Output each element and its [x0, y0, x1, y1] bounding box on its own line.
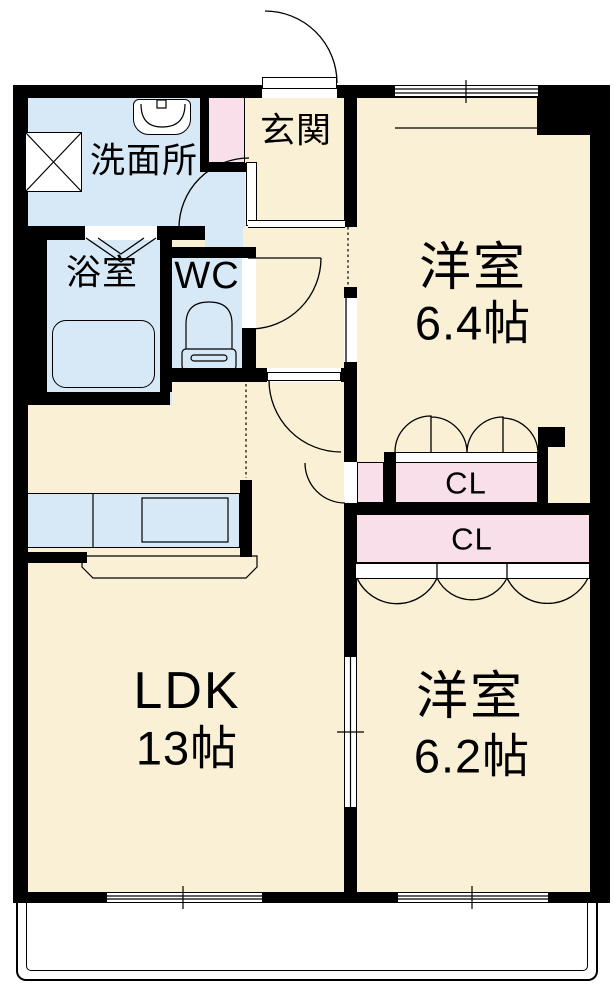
- toilet-bowl: [185, 301, 233, 349]
- wall-segment: [344, 287, 357, 298]
- wall-segment: [344, 503, 590, 515]
- kitchen-sink: [141, 497, 229, 543]
- wc-doorway: [242, 258, 256, 328]
- bedroom2-window-pane-lines: [398, 895, 548, 900]
- washroom-door-arc: [178, 157, 250, 229]
- bathroom-doorway: [85, 226, 157, 240]
- bedroom1-size: 6.4帖: [414, 296, 532, 350]
- entrance-step-line: [248, 220, 345, 228]
- toilet-tank: [181, 348, 237, 371]
- bathroom-label: 浴室: [65, 253, 139, 293]
- wall-segment: [200, 163, 248, 172]
- wall-segment: [590, 85, 610, 903]
- wall-segment: [160, 226, 172, 392]
- wall-segment: [344, 362, 357, 462]
- closet-upper-small-door-arc: [304, 462, 346, 504]
- sink-basin-line: [140, 103, 186, 128]
- closet-upper-small: [357, 462, 384, 503]
- sink-faucet: [156, 99, 167, 109]
- wall-segment: [538, 447, 548, 503]
- wc-door-arc: [249, 257, 322, 330]
- ldk-door-leaf: [267, 372, 341, 381]
- ldk-window-pane-lines: [107, 895, 262, 900]
- wall-segment: [200, 93, 208, 163]
- ldk-size: 13帖: [135, 721, 239, 775]
- ldk-window: [107, 892, 262, 903]
- wall-segment: [15, 892, 610, 903]
- entrance-label: 玄関: [259, 111, 333, 151]
- closet-upper: [395, 462, 538, 503]
- bedroom1-doorway: [344, 298, 357, 362]
- wall-segment: [384, 452, 395, 503]
- ldk-door-arc: [268, 379, 342, 453]
- washroom-door-nook: [205, 172, 243, 247]
- wall-segment: [13, 392, 170, 405]
- balcony-inner-line: [26, 903, 588, 971]
- room-wc: [165, 247, 256, 372]
- bedroom2-label: 洋室: [415, 668, 525, 726]
- kitchen-counter: [27, 493, 240, 548]
- ldk-label: LDK: [133, 662, 241, 720]
- wall-segment: [344, 807, 357, 903]
- wall-segment: [537, 85, 607, 135]
- bedroom1-label: 洋室: [418, 239, 528, 297]
- closet-upper-bifold-doors: [394, 415, 539, 453]
- wall-segment: [538, 427, 565, 447]
- closet-upper-bifold-track: [395, 452, 538, 463]
- wc-label: WC: [174, 255, 240, 297]
- bedroom2-window: [398, 892, 548, 903]
- wall-segment: [344, 85, 357, 227]
- entrance-door-arc: [264, 10, 338, 84]
- washroom-label: 洗面所: [89, 141, 199, 181]
- closet-upper-small-doorway: [344, 462, 357, 503]
- wall-segment: [25, 552, 87, 563]
- closet-lower-bifold-track: [355, 563, 590, 579]
- bedroom2-size: 6.2帖: [413, 729, 531, 783]
- wall-segment: [344, 503, 357, 657]
- wall-segment: [13, 226, 47, 405]
- toilet-tank-slot: [190, 354, 228, 362]
- closet-lower: [355, 513, 590, 563]
- wall-segment: [240, 480, 252, 557]
- closet-lower-label: CL: [451, 521, 493, 557]
- dining-counter-outline: [81, 555, 258, 579]
- wall-segment: [165, 247, 256, 258]
- bathroom-folding-door: [85, 237, 157, 263]
- closet-lower-bifold-doors: [356, 563, 589, 605]
- closet-upper-label: CL: [445, 465, 487, 501]
- bathtub: [52, 320, 155, 388]
- washing-machine-cross: [25, 132, 82, 192]
